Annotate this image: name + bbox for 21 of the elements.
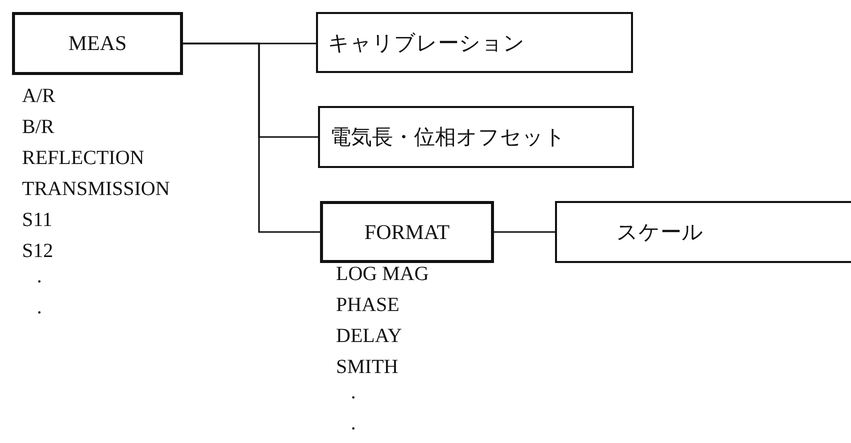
connector-line <box>183 42 320 233</box>
option-label: · <box>36 271 43 293</box>
connector-line <box>494 231 555 233</box>
option-label: A/R <box>22 85 56 107</box>
option-label: TRANSMISSION <box>22 178 170 200</box>
option-label: · <box>350 387 357 409</box>
option-label: S12 <box>22 240 54 262</box>
option-label: SMITH <box>336 356 398 378</box>
option-label: REFLECTION <box>22 147 144 169</box>
menu-box: FORMAT <box>320 201 494 263</box>
menu-box: 電気長・位相オフセット <box>318 106 634 168</box>
menu-box: MEAS <box>12 12 183 75</box>
option-label: B/R <box>22 116 54 138</box>
option-label: LOG MAG <box>336 263 429 285</box>
option-label: S11 <box>22 209 52 231</box>
option-label: DELAY <box>336 325 402 347</box>
menu-box: キャリブレーション <box>316 12 633 73</box>
option-label: · <box>36 302 43 324</box>
menu-box: スケール <box>555 201 851 263</box>
option-label: PHASE <box>336 294 400 316</box>
option-label: · <box>350 418 357 440</box>
